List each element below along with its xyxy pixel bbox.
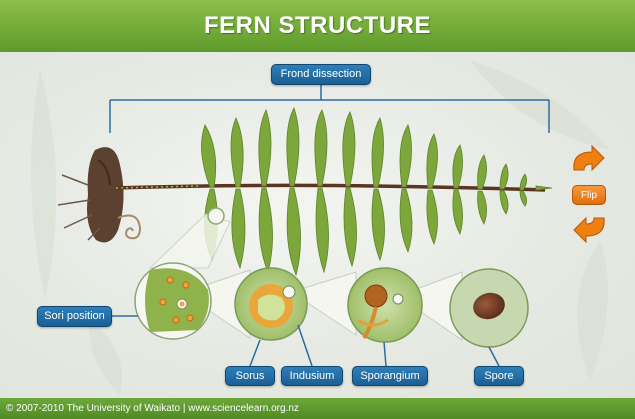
frond-pinnae xyxy=(201,108,552,275)
sporangium-view xyxy=(348,268,422,342)
sori-position-view xyxy=(135,263,211,339)
spore-view xyxy=(450,269,528,347)
sporangium-button[interactable]: Sporangium xyxy=(352,366,428,386)
frond-bracket xyxy=(110,85,549,133)
sori-position-button[interactable]: Sori position xyxy=(37,306,112,327)
flip-button[interactable]: Flip xyxy=(572,185,606,205)
sorus-button[interactable]: Sorus xyxy=(225,366,275,386)
footer-copyright: © 2007-2010 The University of Waikato | … xyxy=(0,398,635,419)
rhizome xyxy=(58,147,140,242)
sorus-view xyxy=(235,268,307,340)
zoom-origin-marker xyxy=(208,208,224,224)
frond-dissection-button[interactable]: Frond dissection xyxy=(271,64,371,85)
flip-control[interactable]: Flip xyxy=(566,148,610,244)
indusium-button[interactable]: Indusium xyxy=(281,366,343,386)
spore-button[interactable]: Spore xyxy=(474,366,524,386)
